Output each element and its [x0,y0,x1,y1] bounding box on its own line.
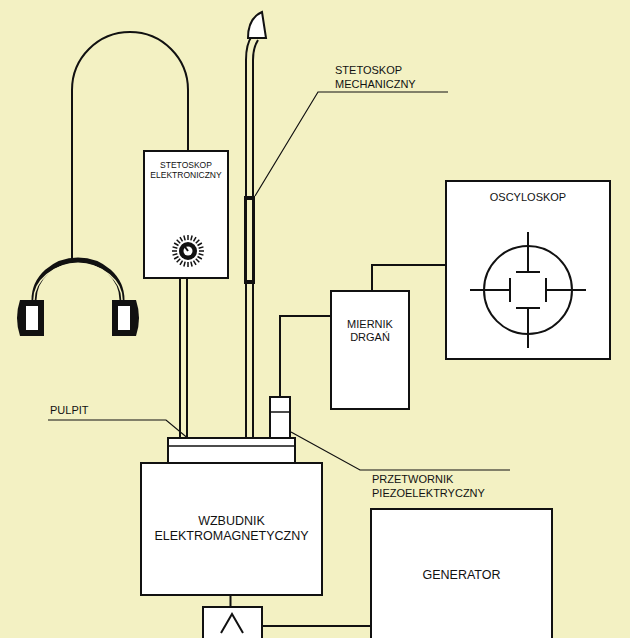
leader-line [255,92,448,196]
transducer-line [270,411,290,413]
part-label: STETOSKOP MECHANICZNY [335,64,445,92]
pulpit-plate [168,438,295,463]
crt-symbol [468,230,588,350]
mechanical-stethoscope [246,36,258,438]
transducer-wire [280,316,332,398]
amplifier-symbol [221,614,243,633]
device-box: MIERNIK DRGAŃ [330,290,410,410]
box-text: MIERNIK DRGAŃ [332,318,408,344]
device-box: GENERATOR [370,508,553,638]
box-text: GENERATOR [372,568,551,583]
device-box: WZBUDNIK ELEKTROMAGNETYCZNY [140,462,323,596]
amplifier-box [203,607,262,638]
box-text: OSCYLOSKOP [447,191,609,204]
stethoscope-tube-inner [247,200,252,280]
knob-symbol [168,231,208,271]
earcup-left [17,300,44,336]
earcup-left-pad [26,306,38,330]
stethoscope-tube-sleeve [244,196,255,284]
box-text: WZBUDNIK ELEKTROMAGNETYCZNY [142,514,321,544]
device-box: STETOSKOP ELEKTRONICZNY [143,150,229,279]
part-label: PRZETWORNIK PIEZOELEKTRYCZNY [372,473,512,501]
piezo-transducer [270,397,290,438]
part-label: PULPIT [50,404,130,418]
stethoscope-chestpiece [248,12,266,38]
box-text: STETOSKOP ELEKTRONICZNY [145,160,227,180]
pulpit-edge [168,445,295,447]
earcup-right-pad [118,306,130,330]
wire-connector [372,265,445,290]
earcup-right [112,300,139,336]
device-box: OSCYLOSKOP [445,180,611,360]
leader-line [291,432,510,470]
